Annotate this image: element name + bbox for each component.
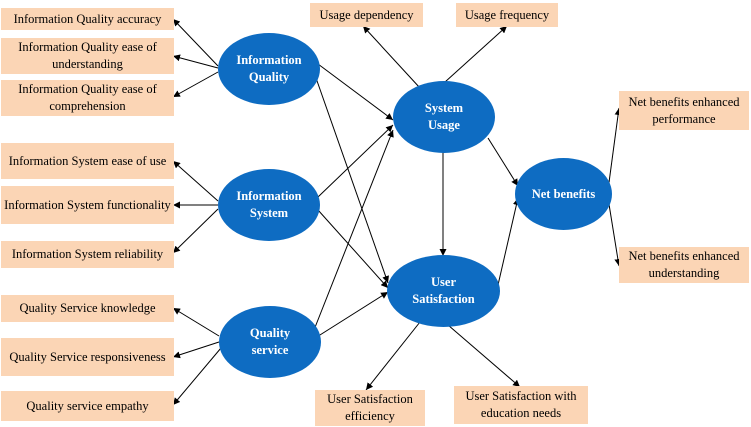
arrow-is-ease [172,160,219,202]
construct-information-system: Information System [218,169,320,241]
arrow-iq-comprehension [172,71,219,98]
arrow-qs-responsiveness [172,341,220,359]
construct-net-benefits: Net benefits [515,158,612,230]
arrow-us-education [447,324,521,388]
indicator-iq-comprehension: Information Quality ease of comprehensio… [1,80,174,116]
arrow-nb-understanding [607,197,622,267]
indicator-is-reliability: Information System reliability [1,241,174,268]
indicator-iq-understanding: Information Quality ease of understandin… [1,38,174,74]
indicator-is-ease-of-use: Information System ease of use [1,143,174,179]
arrow-iq-us [315,77,389,284]
construct-information-quality: Information Quality [218,33,320,105]
arrow-su-nb [487,137,519,187]
indicator-iq-accuracy: Information Quality accuracy [1,8,174,30]
arrow-nb-performance [607,107,622,191]
indicator-su-frequency: Usage frequency [456,3,558,27]
arrow-qs-su [311,129,394,336]
indicator-is-functionality: Information System functionality [1,186,174,224]
arrow-us-efficiency [365,321,421,391]
arrow-qs-knowledge [172,307,220,337]
arrow-is-su [317,124,394,198]
arrow-is-reliability [172,208,219,254]
indicator-qs-responsiveness: Quality Service responsiveness [1,338,174,376]
indicator-nb-understanding: Net benefits enhanced understanding [619,247,749,283]
construct-user-satisfaction: User Satisfaction [387,255,500,327]
arrow-qs-us [311,291,389,341]
indicator-nb-performance: Net benefits enhanced performance [619,91,749,130]
arrow-su-dependency [362,25,421,89]
indicator-us-education: User Satisfaction with education needs [454,386,588,424]
indicator-us-efficiency: User Satisfaction efficiency [315,390,425,426]
indicator-qs-knowledge: Quality Service knowledge [1,295,174,322]
indicator-qs-empathy: Quality service empathy [1,391,174,421]
construct-system-usage: System Usage [393,81,495,153]
arrow-iq-su [317,63,394,121]
indicator-su-dependency: Usage dependency [310,3,423,27]
arrow-iq-understanding [172,54,219,69]
arrow-is-us [317,209,389,289]
arrow-qs-empathy [172,347,222,406]
arrow-iq-accuracy [172,18,219,67]
arrow-su-frequency [444,25,508,83]
arrow-us-nb [497,197,520,286]
construct-quality-service: Quality service [219,306,321,378]
